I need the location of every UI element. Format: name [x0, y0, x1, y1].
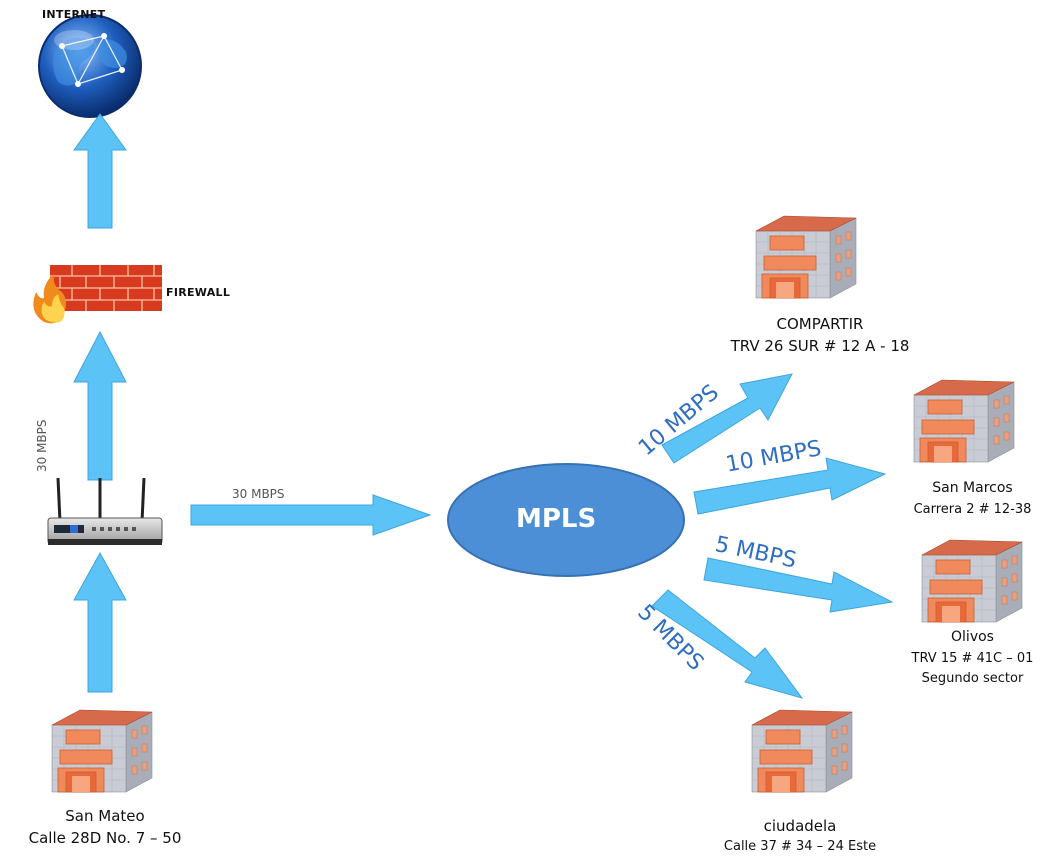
- site-name: San Marcos: [932, 480, 1013, 496]
- site-olivos: Olivos TRV 15 # 41C – 01 Segundo sector: [884, 627, 1061, 689]
- site-address: Carrera 2 # 12-38: [913, 501, 1032, 517]
- site-address: TRV 15 # 41C – 01: [911, 650, 1034, 666]
- site-compartir: COMPARTIR TRV 26 SUR # 12 A - 18: [690, 314, 950, 358]
- router-to-mpls-bandwidth: 30 MBPS: [232, 487, 285, 501]
- building-compartir-icon: [755, 215, 857, 299]
- building-ciudadela-icon: [751, 709, 853, 793]
- building-san-mateo-icon: [51, 709, 153, 793]
- mpls-label: MPLS: [516, 504, 597, 534]
- mpls-cloud: [447, 463, 685, 577]
- site-extra: Segundo sector: [921, 670, 1024, 686]
- site-name: COMPARTIR: [776, 315, 864, 333]
- site-address: Calle 28D No. 7 – 50: [28, 828, 182, 847]
- arrow-mpls-to-sanmarcos: [693, 457, 887, 515]
- firewall-icon: [33, 265, 162, 324]
- site-name: Olivos: [951, 629, 994, 645]
- site-address: TRV 26 SUR # 12 A - 18: [730, 336, 910, 355]
- arrow-firewall-to-internet: [73, 113, 127, 229]
- site-san-mateo: San Mateo Calle 28D No. 7 – 50: [0, 806, 210, 850]
- internet-globe-icon: [38, 14, 142, 118]
- arrow-mpls-to-ciudadela: [651, 589, 804, 699]
- arrow-mpls-to-olivos: [703, 557, 894, 613]
- router-uplink-bandwidth: 30 MBPS: [35, 419, 49, 472]
- arrow-sanmateo-to-router: [73, 551, 127, 693]
- site-address: Calle 37 # 34 – 24 Este: [723, 838, 877, 854]
- arrow-mpls-to-compartir: [661, 373, 793, 464]
- internet-label: INTERNET: [42, 8, 106, 21]
- site-name: San Mateo: [65, 807, 145, 825]
- site-san-marcos: San Marcos Carrera 2 # 12-38: [884, 478, 1061, 520]
- building-olivos-icon: [921, 539, 1023, 623]
- site-ciudadela: ciudadela Calle 37 # 34 – 24 Este: [680, 816, 920, 857]
- building-san-marcos-icon: [913, 379, 1015, 463]
- arrow-router-to-firewall: [73, 330, 127, 481]
- firewall-label: FIREWALL: [166, 286, 231, 299]
- router-icon: [47, 477, 163, 545]
- site-name: ciudadela: [763, 817, 837, 835]
- arrow-router-to-mpls: [190, 494, 432, 536]
